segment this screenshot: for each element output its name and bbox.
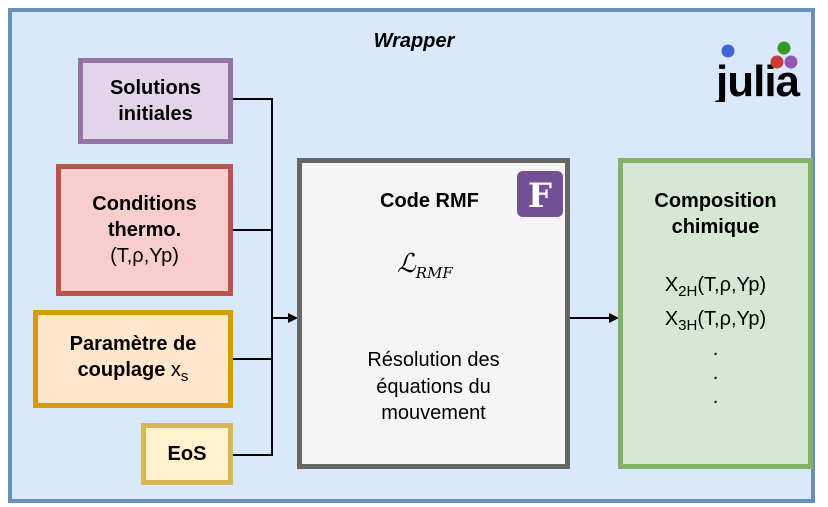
item-2h-args: (T,ρ,Yp) [697,274,767,296]
rmf-description-line3: mouvement [381,402,486,425]
chemical-composition-box: Composition chimique X2H(T,ρ,Yp) X3H(T,ρ… [618,158,813,469]
coupling-symbol-sub: s [180,368,189,386]
coupling-parameter-line1: Paramètre de [69,333,197,356]
fortran-icon: F [517,171,563,217]
thermo-conditions-box: Conditions thermo. (T,ρ,Yp) [56,164,233,296]
lagrangian-formula: ℒRMF [397,248,453,284]
julia-dot-red [770,55,784,69]
item-2h-base: X [664,274,679,296]
initial-solutions-box: Solutions initiales [78,58,233,144]
composition-title-line1: Composition [654,190,777,212]
connector-eos [233,318,273,456]
composition-list: X2H(T,ρ,Yp) X3H(T,ρ,Yp) . . . [665,270,766,409]
item-2h-sub: 2H [678,283,698,300]
initial-solutions-line2: initiales [118,103,193,125]
item-3h-base: X [664,307,679,330]
julia-dot-blue [721,44,735,58]
thermo-conditions-line1: Conditions [92,193,197,215]
eos-label: EoS [167,443,207,465]
lagrangian-symbol: ℒ [397,249,416,279]
thermo-conditions-variables: (T,ρ,Yp) [110,245,179,267]
coupling-label: couplage [77,359,166,382]
rmf-description-line1: Résolution des [367,349,500,371]
item-3h-sub: 3H [678,316,698,334]
coupling-symbol: x [170,359,181,382]
composition-item-2h: X2H(T,ρ,Yp) [665,270,766,304]
item-3h-args: (T,ρ,Yp) [697,307,767,330]
rmf-title: Code RMF [380,190,479,212]
eos-box: EoS [141,423,233,485]
thermo-conditions-line2: thermo. [107,219,182,241]
lagrangian-subscript: RMF [415,264,453,283]
coupling-parameter-box: Paramètre de couplage xs [33,310,233,408]
julia-logo: julia [715,41,802,102]
julia-dot-green [777,41,791,55]
initial-solutions-line1: Solutions [109,77,202,99]
julia-dot-purple [784,55,798,69]
composition-title-line2: chimique [671,216,760,238]
composition-item-3h: X3H(T,ρ,Yp) [665,304,766,338]
rmf-description-line2: équations du [376,375,491,398]
wrapper-title: Wrapper [373,30,455,52]
coupling-parameter-line2: couplage xs [78,357,189,387]
rmf-description: Résolution des équations du mouvement [302,347,565,427]
composition-dot-1: . [712,338,719,360]
composition-dot-2: . [712,362,719,384]
connector-initial [233,98,273,318]
composition-dot-3: . [712,386,719,408]
fortran-letter: F [528,176,552,216]
composition-title: Composition chimique [654,188,776,240]
